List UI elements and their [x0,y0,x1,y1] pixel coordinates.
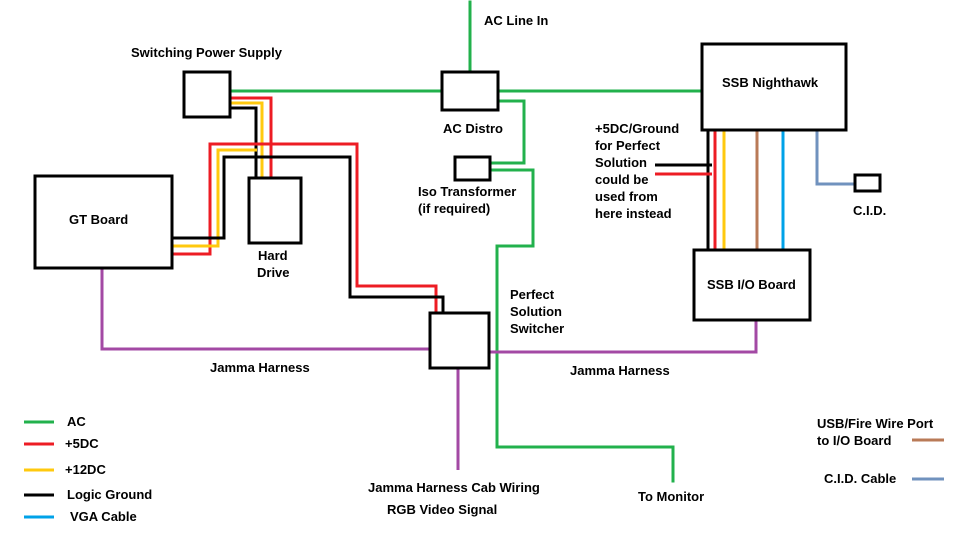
jamma-wiring [100,268,758,470]
legend-usb-label-1: USB/Fire Wire Port [817,416,934,431]
nighthawk-io-wiring [655,130,855,250]
hard-drive-label-2: Drive [257,265,290,280]
ac-iso-wire [488,99,526,165]
hard-drive-label-1: Hard [258,248,288,263]
iso-transformer-box [453,155,492,182]
jamma-harness-right-wire [489,320,758,354]
perfect-solution-note-2: for Perfect [595,138,661,153]
iso-transformer-label-1: Iso Transformer [418,184,516,199]
switching-power-supply-box [182,70,232,119]
gt-board-power-wiring [172,142,445,313]
perfect-solution-note-5: used from [595,189,658,204]
jamma-cab-wiring-label: Jamma Harness Cab Wiring [368,480,540,495]
perfect-solution-note-6: here instead [595,206,672,221]
perfect-solution-switcher-box [428,311,491,370]
legend-vga-label: VGA Cable [70,509,137,524]
cid-cable-wire [815,130,855,186]
cid-label: C.I.D. [853,203,886,218]
ssb-io-board-box [692,248,812,322]
legend-logic-ground-label: Logic Ground [67,487,152,502]
legend-5dc-label: +5DC [65,436,99,451]
legend: AC +5DC +12DC Logic Ground VGA Cable [24,414,152,524]
ac-line-in-label: AC Line In [484,13,548,28]
perfect-solution-note-1: +5DC/Ground [595,121,679,136]
legend-ac-label: AC [67,414,86,429]
switching-power-supply-label: Switching Power Supply [131,45,283,60]
gt-board-label: GT Board [69,212,128,227]
gt-board-box [33,174,174,270]
legend-12dc-label: +12DC [65,462,106,477]
jamma-harness-left-wire [100,268,430,351]
iso-transformer-label-2: (if required) [418,201,490,216]
ac-distro-label: AC Distro [443,121,503,136]
ac-distro-box [440,70,500,112]
gt-ground-wire [172,155,445,313]
to-monitor-label: To Monitor [638,489,704,504]
jamma-harness-right-label: Jamma Harness [570,363,670,378]
psu-harddrive-wiring [230,96,273,178]
perfect-solution-switcher-label-3: Switcher [510,321,564,336]
jamma-harness-left-label: Jamma Harness [210,360,310,375]
legend-cid-cable-label: C.I.D. Cable [824,471,896,486]
cid-box [853,173,882,193]
gt-12v-wire [172,148,257,248]
perfect-solution-note-3: Solution [595,155,647,170]
ssb-io-board-label: SSB I/O Board [707,277,796,292]
psu-hd-ground-wire [230,106,258,178]
ssb-nighthawk-box [700,42,848,132]
perfect-solution-switcher-label-1: Perfect [510,287,555,302]
rgb-video-signal-label: RGB Video Signal [387,502,497,517]
perfect-solution-note-4: could be [595,172,648,187]
psu-hd-12v-wire [230,101,264,178]
gt-5v-wire [172,142,438,313]
hard-drive-box [247,176,303,245]
ac-wiring [228,0,704,483]
legend-right: USB/Fire Wire Port to I/O Board C.I.D. C… [817,416,944,486]
psu-hd-5v-wire [230,96,273,178]
ssb-nighthawk-label: SSB Nighthawk [722,75,819,90]
ac-monitor-wire [488,168,675,483]
legend-usb-label-2: to I/O Board [817,433,891,448]
perfect-solution-switcher-label-2: Solution [510,304,562,319]
